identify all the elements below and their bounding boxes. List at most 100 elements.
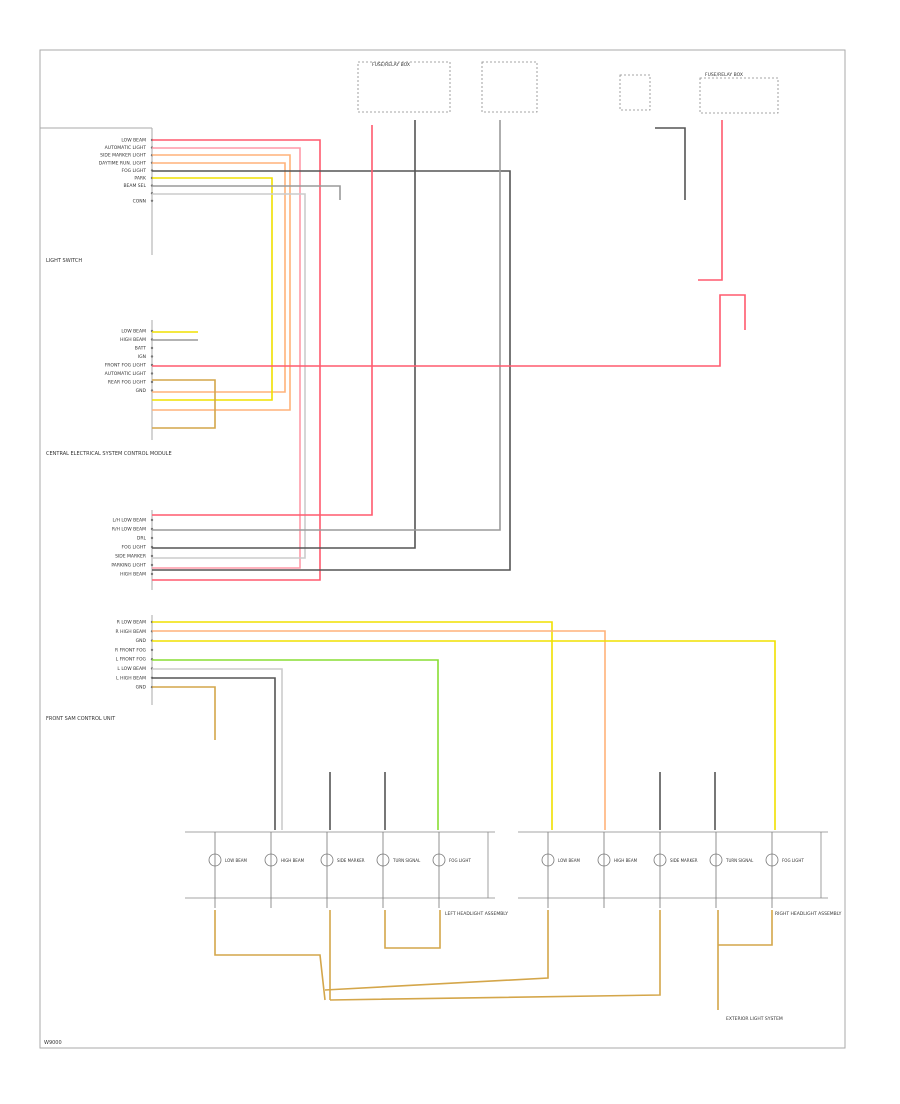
fuse-box-1-label: FUSE/RELAY BOX: [372, 62, 410, 68]
bottom-pin-pin: [150, 648, 154, 652]
lower-pin-label: PARKING LIGHT: [111, 563, 146, 569]
lower-pin-label: R/H LOW BEAM: [112, 527, 146, 533]
connector-labels-bottom: R LOW BEAM R HIGH BEAM GND R FRONT FOG L FRO…: [115, 620, 154, 691]
wire-daytime: [152, 170, 511, 571]
module-bracket: [39, 127, 152, 700]
wire-fog: [152, 177, 273, 401]
wire-fuse2: [152, 120, 416, 549]
wire-l-fog: [152, 659, 439, 830]
fuse-box-2: [481, 61, 538, 113]
lower-pin-label: FOG LIGHT: [121, 545, 146, 551]
switch-pin-label: BEAM SEL: [123, 183, 146, 189]
wire-auto-light: [152, 147, 301, 569]
bottom-pin-label: R HIGH BEAM: [116, 629, 147, 635]
lower-pin-pin: [150, 536, 154, 540]
wire-gnd-top: [152, 379, 216, 429]
wire-batt: [152, 294, 746, 367]
right-bulb-label: SIDE MARKER: [670, 858, 698, 863]
left-bulb-label: HIGH BEAM: [281, 858, 305, 863]
lower-pin-pin: [150, 554, 154, 558]
wire-gnd-l3: [384, 910, 441, 949]
left-bulb: [264, 853, 278, 867]
switch-pin-label: FOG LIGHT: [121, 168, 146, 174]
bottom-pin-label: L LOW BEAM: [117, 666, 146, 672]
footer-code: W9000: [44, 1040, 62, 1046]
right-bulb-label: TURN SIGNAL: [725, 858, 754, 863]
right-bulb: [541, 853, 555, 867]
module-pin-label: GND: [136, 388, 147, 394]
lower-pin-pin: [150, 572, 154, 576]
wire-gnd-r4: [718, 910, 773, 946]
lower-pin-pin: [150, 563, 154, 567]
bottom-pin-label: GND: [136, 685, 147, 691]
wire-fuse1: [152, 125, 373, 516]
bottom-pin-label: GND: [136, 638, 147, 644]
lower-pin-pin: [150, 518, 154, 522]
bottom-pin-label: L HIGH BEAM: [116, 675, 146, 681]
module-pin-label: HIGH BEAM: [120, 337, 146, 343]
wire-r-high: [152, 630, 606, 830]
wire-relay-out: [698, 120, 723, 281]
ground-label: EXTERIOR LIGHT SYSTEM: [726, 1016, 783, 1022]
right-bulb: [653, 853, 667, 867]
left-bulb: [320, 853, 334, 867]
module-pin-pin: [150, 346, 154, 350]
lower-pin-label: DRL: [137, 536, 147, 542]
left-bulb-label: LOW BEAM: [225, 858, 247, 863]
wire-r-low: [152, 621, 553, 830]
wires: [152, 120, 776, 1010]
lower-pin-label: L/H LOW BEAM: [113, 518, 147, 524]
switch-pin-label: PARK: [134, 176, 147, 182]
right-bulb: [709, 853, 723, 867]
right-bulb-label: FOG LIGHT: [782, 858, 804, 863]
headlamp-assemblies: LOW BEAM HIGH BEAM SIDE MARKER TURN SIGNAL F…: [185, 831, 828, 908]
left-bulb: [376, 853, 390, 867]
right-bulb: [597, 853, 611, 867]
right-headlamp-label: RIGHT HEADLIGHT ASSEMBLY: [775, 911, 842, 917]
fuse-box-3-label: FUSE/RELAY BOX: [705, 72, 743, 78]
left-bulb: [432, 853, 446, 867]
fuse-box-1: [357, 61, 451, 113]
module-pin-label: AUTOMATIC LIGHT: [105, 371, 147, 377]
left-bulb-label: SIDE MARKER: [337, 858, 365, 863]
switch-pin-label: CONN: [133, 198, 146, 204]
switch-pin-label: LOW BEAM: [121, 138, 146, 144]
right-bulb-label: LOW BEAM: [558, 858, 580, 863]
wire-gnd-r1: [324, 910, 549, 991]
wire-l-low: [152, 668, 283, 830]
module-pin-label: FRONT FOG LIGHT: [105, 363, 147, 369]
wire-gnd-l1: [214, 910, 326, 1001]
switch-pin-pin: [150, 199, 154, 202]
left-bulb-label: TURN SIGNAL: [392, 858, 421, 863]
relay-box: [619, 74, 651, 111]
left-headlamp-label: LEFT HEADLIGHT ASSEMBLY: [445, 911, 508, 917]
module-pin-pin: [150, 380, 154, 384]
bottom-pin-label: R FRONT FOG: [115, 647, 146, 653]
bottom-module-label: FRONT SAM CONTROL UNIT: [46, 716, 116, 722]
light-switch-label: LIGHT SWITCH: [46, 258, 82, 264]
module-pin-label: LOW BEAM: [121, 329, 146, 335]
module-pin-pin: [150, 355, 154, 358]
left-bulb: [208, 853, 222, 867]
wire-low-beam: [152, 139, 321, 581]
module-pin-label: REAR FOG LIGHT: [108, 380, 146, 386]
bottom-pin-label: R LOW BEAM: [117, 620, 146, 626]
module-pin-pin: [150, 372, 154, 375]
wire-gnd-r2: [329, 910, 661, 1001]
wire-r-fog: [152, 640, 776, 830]
left-bulb-label: FOG LIGHT: [449, 858, 471, 863]
wire-l-high: [152, 677, 276, 830]
switch-pin-label: DAYTIME RUN. LIGHT: [99, 160, 146, 166]
module-pin-label: IGN: [138, 354, 146, 360]
wire-park: [152, 185, 341, 200]
right-bulb: [765, 853, 779, 867]
bottom-pin-label: L FRONT FOG: [116, 657, 147, 663]
wire-drl: [152, 162, 286, 393]
module-pin-label: BATT: [135, 346, 146, 352]
switch-pin-label: SIDE MARKER LIGHT: [100, 153, 146, 159]
wire-beam-sel: [152, 193, 306, 559]
wire-side-marker: [152, 154, 291, 411]
